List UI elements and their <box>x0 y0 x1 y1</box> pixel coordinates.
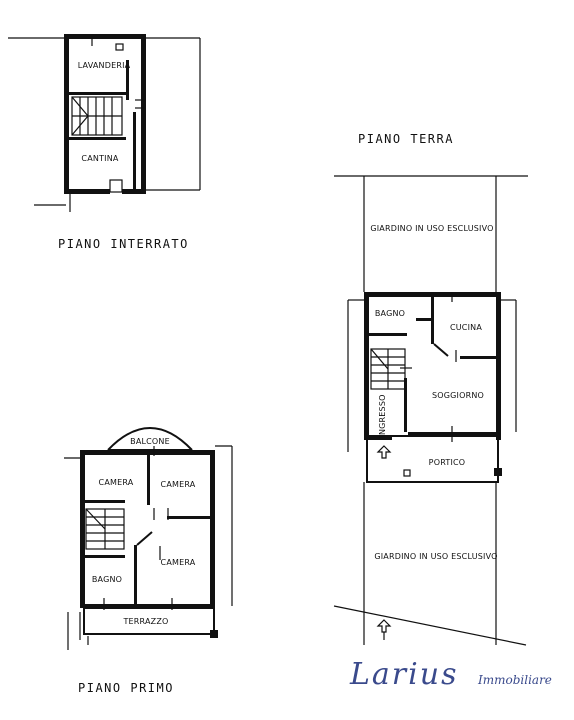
logo-subtitle: Immobiliare <box>477 673 552 687</box>
room-label-cantina: CANTINA <box>81 154 118 163</box>
plan-piano-interrato: LAVANDERIA CANTINA <box>8 34 201 212</box>
room-label-lavanderia: LAVANDERIA <box>78 61 131 70</box>
logo-brand: Larius <box>349 657 458 692</box>
floor-title-interrato: PIANO INTERRATO <box>58 237 189 251</box>
room-label-bagno-primo: BAGNO <box>92 575 122 584</box>
room-label-balcone: BALCONE <box>130 437 170 446</box>
room-label-ingresso: INGRESSO <box>378 394 387 437</box>
room-label-portico: PORTICO <box>429 458 466 467</box>
room-label-giardino-bottom: GIARDINO IN USO ESCLUSIVO <box>374 552 497 561</box>
room-label-cucina: CUCINA <box>450 323 482 332</box>
floor-title-primo: PIANO PRIMO <box>78 681 174 695</box>
logo: Larius Immobiliare <box>349 657 552 692</box>
floor-title-terra: PIANO TERRA <box>358 132 454 146</box>
room-label-camera-3: CAMERA <box>161 558 196 567</box>
plan-piano-terra: GIARDINO IN USO ESCLUSIVO BAGNO CUCINA S… <box>333 175 528 646</box>
room-label-bagno-terra: BAGNO <box>375 309 405 318</box>
room-label-terrazzo: TERRAZZO <box>122 617 168 626</box>
room-label-camera-1: CAMERA <box>99 478 134 487</box>
plan-piano-primo: BALCONE CAMERA CAMERA CAMERA BAGNO TERRA… <box>64 427 233 650</box>
room-label-giardino-top: GIARDINO IN USO ESCLUSIVO <box>370 224 493 233</box>
room-label-camera-2: CAMERA <box>161 480 196 489</box>
room-label-soggiorno: SOGGIORNO <box>432 391 484 400</box>
